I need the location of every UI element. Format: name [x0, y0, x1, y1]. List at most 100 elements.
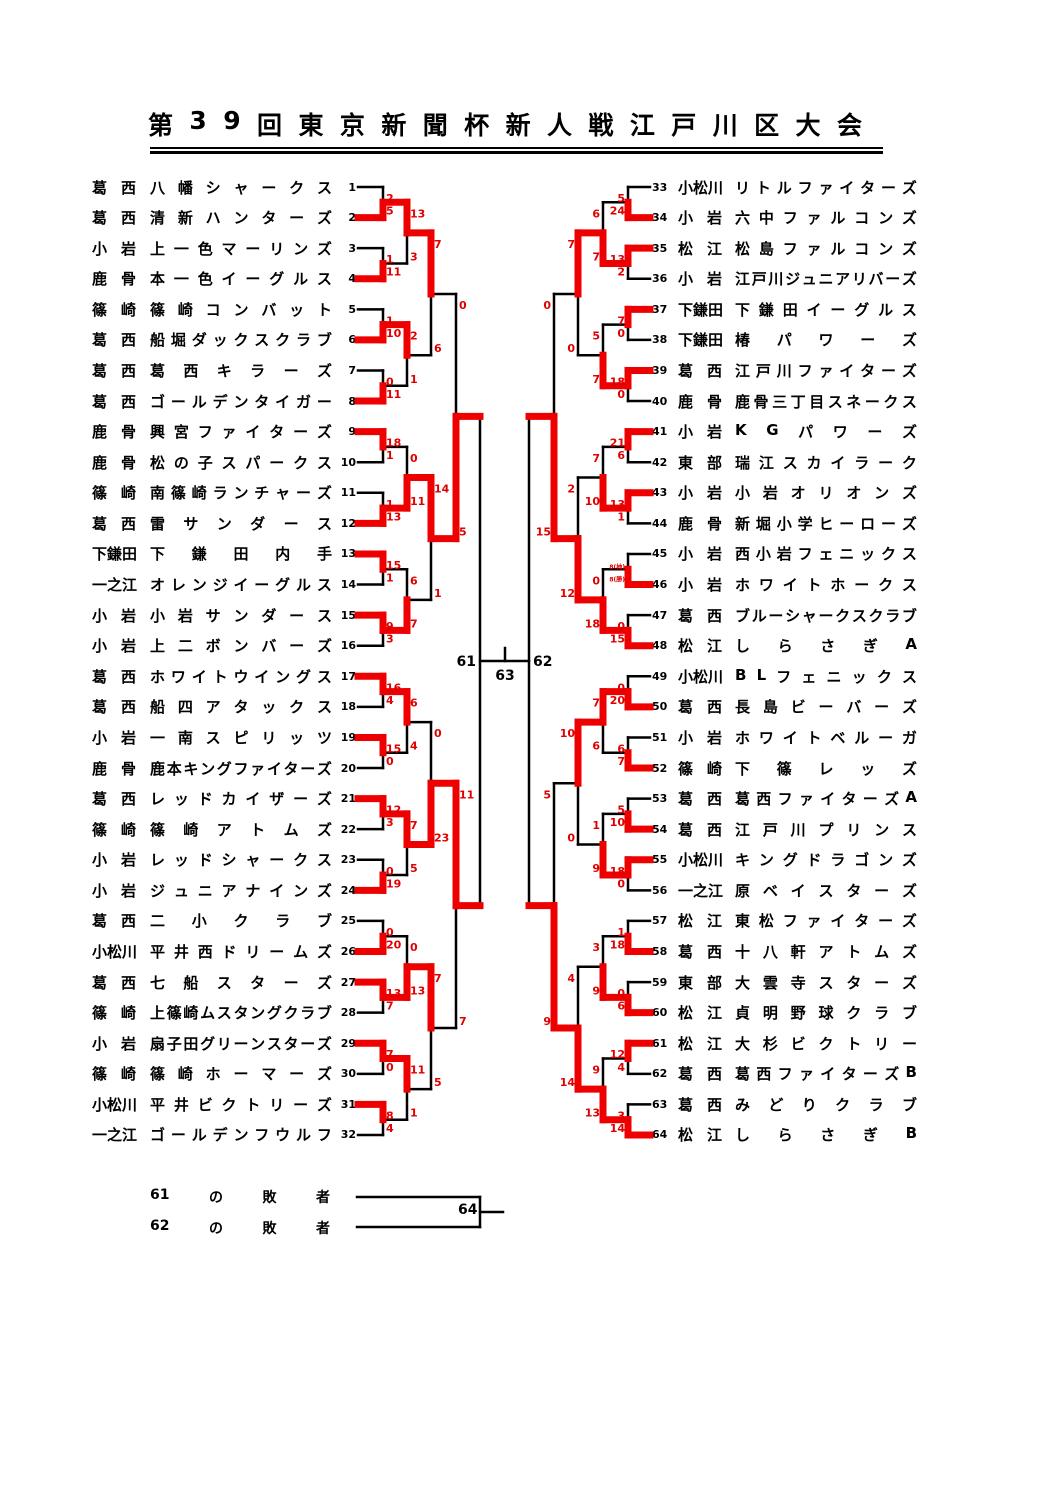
team-region: 葛西 [678, 698, 722, 717]
team-number: 24 [340, 883, 356, 897]
team-region: 篠崎 [678, 759, 722, 778]
team-region: 松江 [678, 239, 722, 258]
title-char: 3 [189, 106, 207, 135]
team-region: 葛西 [678, 1065, 722, 1084]
score-label: 6 [592, 740, 600, 753]
team-name: 平井西ドリームズ [150, 943, 332, 961]
score-label: 5 [617, 192, 625, 205]
score-label: 4 [567, 972, 575, 985]
score-label: 7 [434, 972, 442, 985]
team-region: 小岩 [678, 270, 722, 289]
score-label: 18 [610, 939, 625, 952]
team-name: 鹿本キングファイターズ [150, 759, 332, 778]
team-number: 9 [348, 425, 356, 439]
score-label: 0 [434, 727, 442, 740]
team-number: 41 [652, 425, 668, 439]
score-label: 21 [610, 437, 625, 450]
team-number: 26 [340, 945, 356, 958]
team-region: 小岩 [678, 423, 722, 442]
team-region: 葛西 [678, 1095, 722, 1114]
score-label: 14 [434, 483, 450, 496]
score-label: 6 [617, 449, 625, 462]
team-name: 船堀ダックスクラブ [150, 331, 332, 350]
team-name: 貞明野球クラブ [735, 1004, 917, 1023]
team-number: 36 [652, 272, 668, 286]
score-label: 0 [617, 681, 625, 694]
score-label: 4 [386, 694, 394, 707]
team-name: 葛西キラーズ [150, 361, 332, 380]
team-number: 56 [652, 883, 668, 897]
bracket-lines [355, 185, 652, 1229]
team-region: 葛西 [92, 331, 136, 350]
title-char: 会 [836, 111, 862, 140]
score-label: 7 [386, 1000, 394, 1013]
score-label: 15 [386, 742, 401, 755]
semifinal-label: 61 [457, 654, 476, 670]
team-region: 小岩 [678, 576, 722, 595]
score-label: 6 [434, 342, 442, 355]
score-label: 1 [386, 572, 394, 585]
score-label: 24 [610, 205, 626, 218]
score-label: 7 [434, 238, 442, 251]
team-number: 35 [652, 241, 668, 255]
team-region: 小岩 [92, 851, 136, 870]
team-region: 小岩 [678, 209, 722, 228]
team-name: 松の子スパークス [150, 453, 332, 472]
final-label: 63 [495, 668, 514, 684]
team-region: 鹿骨 [92, 453, 136, 472]
score-label: 14 [560, 1076, 576, 1089]
score-label: 18 [610, 375, 625, 388]
team-region: 一之江 [92, 576, 138, 595]
team-region: 鹿骨 [92, 759, 136, 778]
score-label: 2 [617, 266, 625, 279]
team-name: 篠崎アトムズ [150, 820, 332, 839]
team-region: 篠崎 [92, 484, 136, 503]
score-label: 9 [592, 984, 600, 997]
team-name: 篠崎ホーマーズ [150, 1065, 332, 1084]
team-region: 小岩 [678, 484, 722, 503]
team-number: 50 [652, 700, 668, 714]
team-region: 葛西 [92, 178, 136, 197]
team-name: 七船スターズ [150, 973, 332, 992]
team-region: 鹿骨 [678, 392, 722, 411]
team-name: ホワイトウイングス [150, 667, 332, 686]
team-number: 43 [652, 486, 668, 500]
team-number: 11 [340, 486, 356, 500]
title-char: 9 [223, 106, 241, 135]
word: 者 [315, 1221, 330, 1237]
team-name: 一南スピリッツ [150, 728, 332, 747]
loser-row-61: 61 の 敗 者 [150, 1187, 330, 1207]
team-region: 小松川 [678, 178, 724, 197]
team-number: 63 [652, 1097, 668, 1111]
team-name: 西小岩フェニックス [735, 545, 917, 564]
word: 者 [315, 1190, 330, 1206]
team-number: 30 [340, 1067, 356, 1081]
score-label: 6 [617, 742, 625, 755]
team-number: 6 [348, 333, 356, 347]
team-name: 十八軒アトムズ [735, 943, 917, 961]
score-label: 7 [592, 697, 600, 710]
score-label: 7 [410, 617, 418, 630]
team-name: みどりクラブ [735, 1095, 917, 1114]
score-label: 13 [410, 207, 425, 220]
team-region: 小松川 [678, 851, 724, 870]
word: 敗 [262, 1190, 277, 1206]
score-label: 1 [386, 253, 394, 266]
team-name: ホワイトベルーガ [735, 728, 917, 747]
team-number: 49 [652, 669, 668, 683]
team-number: 14 [340, 578, 356, 592]
score-label: 9 [592, 862, 600, 875]
